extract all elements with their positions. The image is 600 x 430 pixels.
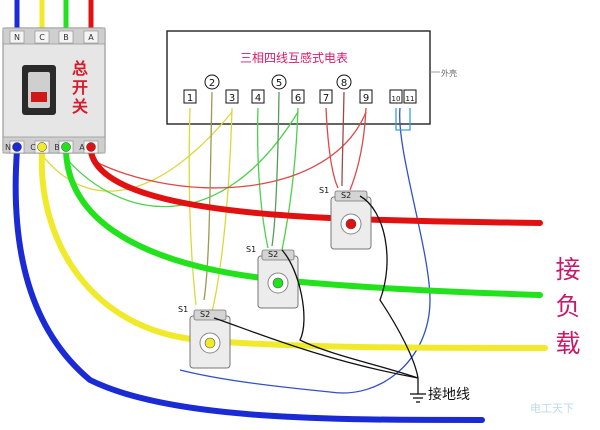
case-label: 外壳 (441, 68, 457, 78)
meter-terminal-9: 9 (363, 93, 369, 104)
breaker-name: 总开关 (72, 59, 88, 116)
wire-neutral (12, 147, 485, 423)
meter-terminal-11: 11 (406, 95, 415, 103)
breaker-top-terminal-A: A (88, 33, 94, 42)
ground-connection: 接地线 (213, 195, 470, 403)
breaker-bottom-terminal-A: A (79, 143, 85, 152)
ct-s1-label: S1 (319, 186, 329, 195)
load-label-char: 载 (555, 329, 580, 358)
meter-terminal-5-ring (271, 74, 287, 90)
ct-s2-label: S2 (200, 310, 210, 319)
breaker-name-char: 关 (72, 97, 88, 116)
breaker-bottom-terminal-C: C (30, 143, 36, 152)
breaker-top-terminal-B: B (63, 33, 69, 42)
meter-box: 三相四线互感式电表 1 2 3 4 5 6 7 8 9 10 11 外壳 (166, 30, 457, 125)
ct-s2-label: S2 (341, 191, 351, 200)
meter-terminal-6-box (291, 89, 305, 104)
load-label: 接负载 (555, 255, 580, 358)
wire-phase-a (88, 149, 543, 226)
breaker-name-char: 总 (72, 59, 88, 78)
load-label-char: 负 (555, 292, 580, 321)
meter-terminal-1-box (183, 89, 197, 104)
meter-terminal-11-box (403, 89, 417, 104)
ct-s1-label: S1 (246, 245, 256, 254)
meter-terminal-1: 1 (187, 93, 193, 104)
meter-terminal-9-box (359, 89, 373, 104)
meter-terminal-4: 4 (255, 93, 261, 104)
breaker-handle (31, 92, 47, 102)
breaker-bottom-terminal-B: B (54, 143, 60, 152)
meter-terminal-5: 5 (276, 78, 282, 89)
breaker-name-char: 开 (72, 78, 88, 97)
watermark: 电工天下 (530, 402, 574, 415)
meter-terminal-7-box (319, 89, 333, 104)
meter-terminals: 1 2 3 4 5 6 7 8 9 10 11 (183, 74, 417, 104)
breaker-bottom-terminal-N: N (5, 143, 11, 152)
load-label-char: 接 (555, 255, 580, 284)
meter-terminal-2: 2 (209, 78, 215, 89)
meter-terminal-2-ring (204, 74, 220, 90)
meter-terminal-6: 6 (295, 93, 301, 104)
ground-label: 接地线 (428, 386, 470, 403)
meter-terminal-8: 8 (341, 78, 347, 89)
meter-terminal-7: 7 (323, 93, 329, 104)
meter-terminal-3-box (225, 89, 239, 104)
main-breaker: N C B A N C B A 总开关 (2, 27, 106, 154)
ct-s1-label: S1 (178, 305, 188, 314)
breaker-top-terminal-N: N (14, 33, 20, 42)
meter-terminal-10: 10 (392, 95, 401, 103)
meter-title: 三相四线互感式电表 (240, 50, 348, 65)
meter-terminal-8-ring (336, 74, 352, 90)
meter-terminal-3: 3 (229, 93, 235, 104)
ct-s2-label: S2 (268, 250, 278, 259)
meter-terminal-10-box (389, 89, 403, 104)
meter-terminal-4-box (251, 89, 265, 104)
meter-wires (41, 91, 431, 394)
breaker-top-terminal-C: C (39, 33, 45, 42)
